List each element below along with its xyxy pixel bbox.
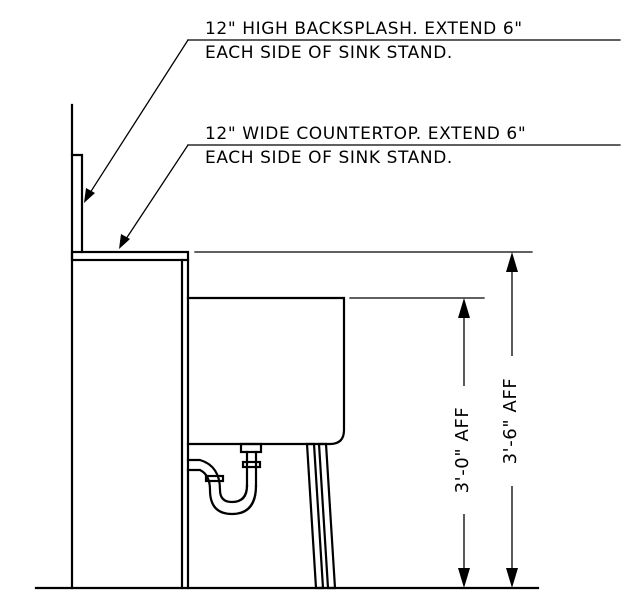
trap-inner: [186, 458, 249, 504]
backsplash-leader-line: [87, 39, 189, 197]
countertop-callout: 12" WIDE COUNTERTOP. EXTEND 6" EACH SIDE…: [119, 124, 621, 249]
countertop-note-line1: 12" WIDE COUNTERTOP. EXTEND 6": [205, 124, 526, 144]
sink-rim-arrow-bottom: [458, 568, 470, 588]
countertop-arrow-top: [506, 252, 518, 272]
p-trap-drain: [186, 442, 263, 516]
sink-rim-arrow-top: [458, 298, 470, 318]
dimension-sink-rim: 3'-0" AFF: [349, 297, 485, 588]
sink-stand: [186, 296, 346, 590]
sink-leg-rear: [317, 442, 337, 590]
backsplash-note-line1: 12" HIGH BACKSPLASH. EXTEND 6": [205, 19, 523, 39]
backsplash-note-line2: EACH SIDE OF SINK STAND.: [205, 43, 453, 63]
countertop-leader-arrow: [119, 234, 130, 249]
countertop-leader-line: [123, 144, 189, 243]
drain-flange: [239, 442, 263, 454]
sink-bowl: [186, 296, 346, 446]
slip-nut: [241, 460, 262, 469]
sink-rim-label-mask: [446, 386, 482, 514]
countertop-label-mask: [494, 356, 530, 486]
countertop-arrow-bottom: [506, 568, 518, 588]
dimension-countertop: 3'-6" AFF: [194, 251, 533, 588]
backsplash-leader-arrow: [84, 188, 95, 203]
sink-leg-front: [305, 442, 325, 590]
countertop: [70, 250, 190, 262]
countertop-note-line2: EACH SIDE OF SINK STAND.: [205, 148, 453, 168]
backsplash-callout: 12" HIGH BACKSPLASH. EXTEND 6" EACH SIDE…: [84, 19, 621, 203]
countertop-assembly: [70, 103, 190, 590]
sink-rim-dimension-label: 3'-0" AFF: [452, 407, 473, 494]
backsplash: [70, 153, 84, 254]
countertop-dimension-label: 3'-6" AFF: [500, 378, 521, 465]
trap-nut: [204, 474, 225, 483]
